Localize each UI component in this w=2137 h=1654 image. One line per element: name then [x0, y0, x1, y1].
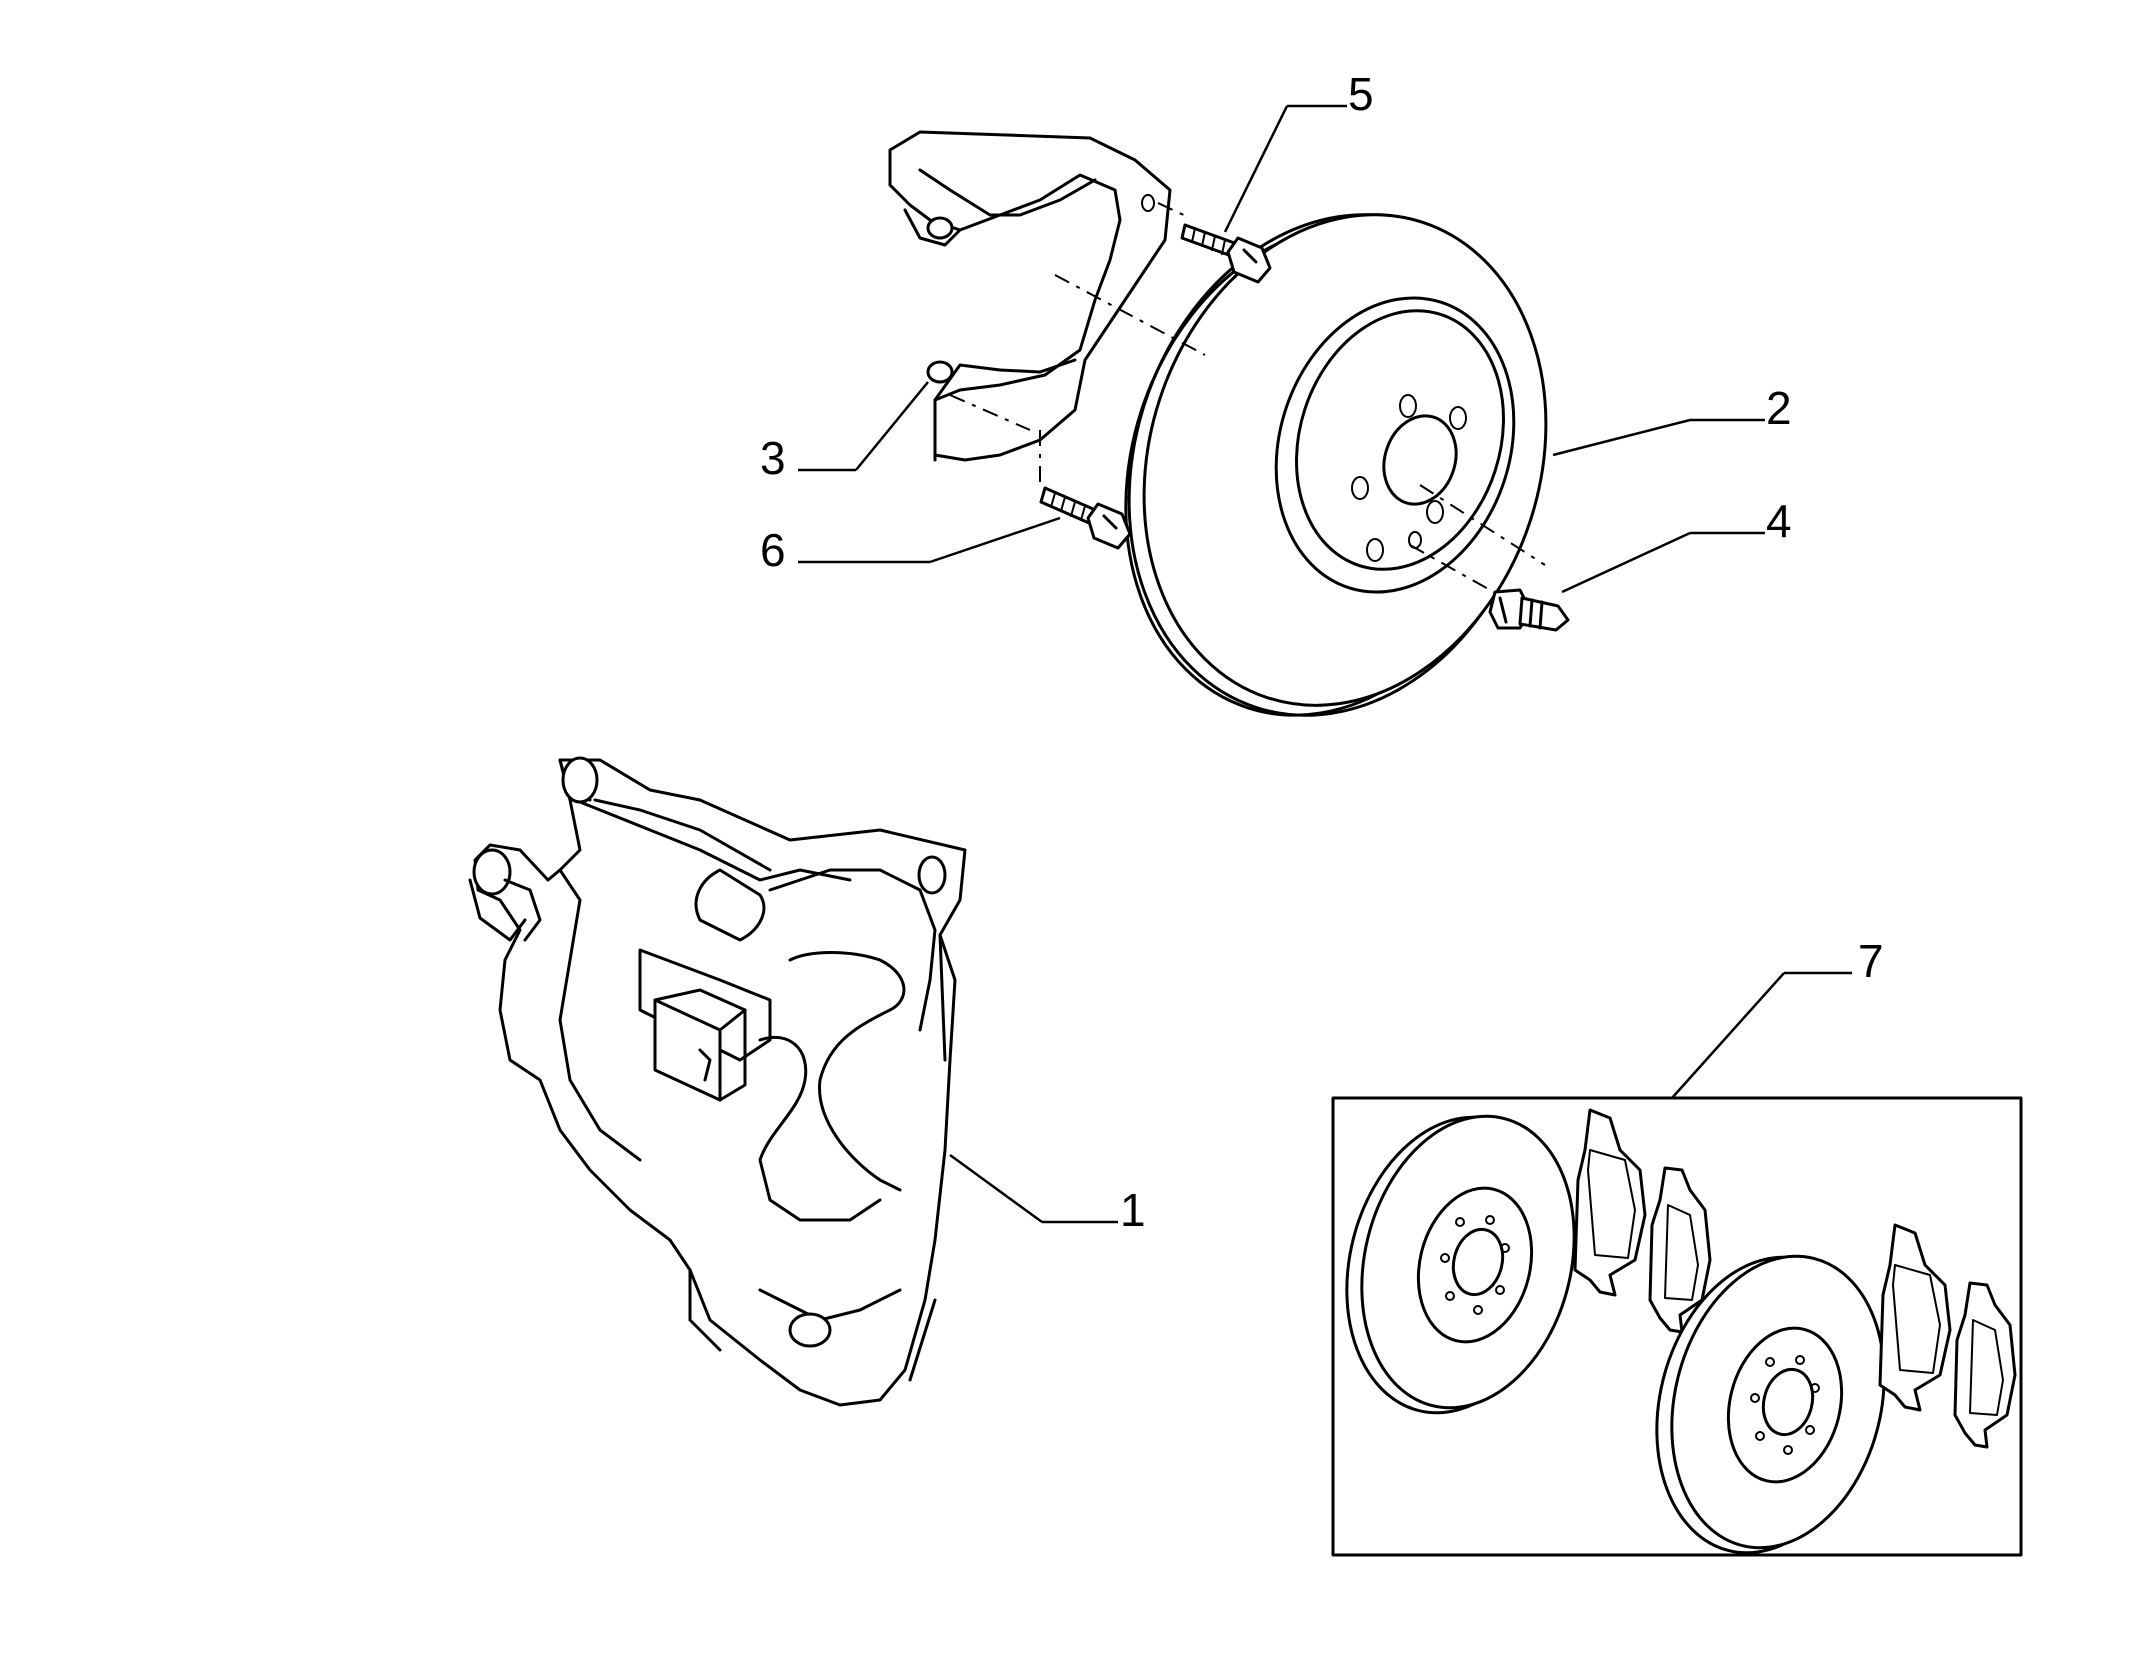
- callout-3: 3: [760, 432, 786, 484]
- callout-1: 1: [1120, 1184, 1146, 1236]
- brake-caliper-icon: [468, 756, 967, 1407]
- callout-2: 2: [1766, 382, 1792, 434]
- brake-kit-icon: [1331, 1096, 2023, 1557]
- callout-5: 5: [1348, 68, 1374, 120]
- brake-disc-icon: [1124, 213, 1548, 717]
- dust-shield-icon: [888, 130, 1172, 462]
- callout-7: 7: [1858, 935, 1884, 987]
- callout-4: 4: [1766, 495, 1792, 547]
- bolt-icon: [1039, 486, 1132, 550]
- bolt-icon: [1180, 223, 1272, 284]
- callout-6: 6: [760, 524, 786, 576]
- callout-leaders: [798, 104, 1852, 1224]
- bolt-icon: [1488, 588, 1570, 632]
